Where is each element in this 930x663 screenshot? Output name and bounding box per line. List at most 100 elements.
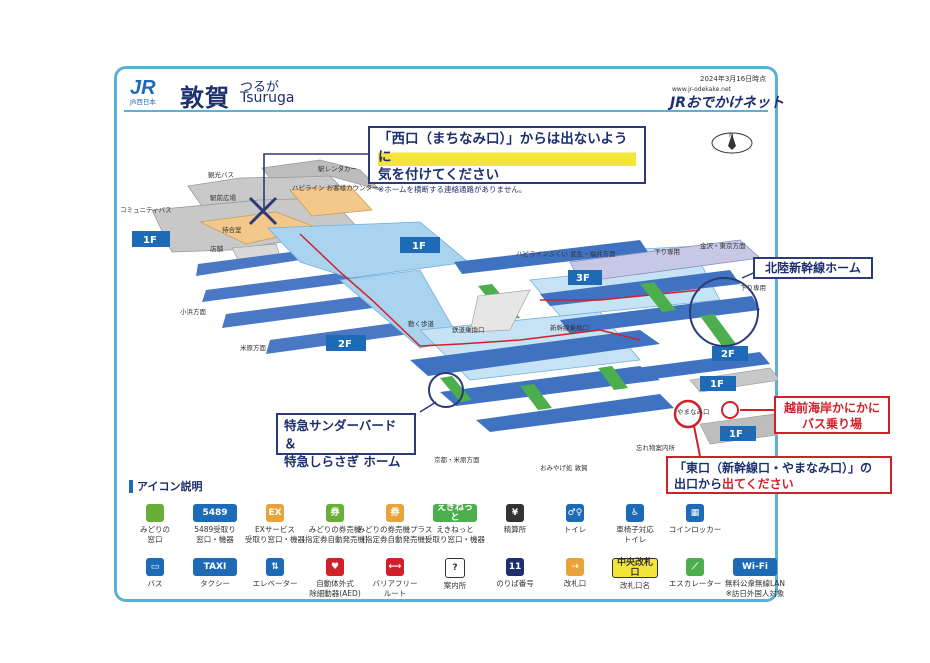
legend-label: みどりの 窓口: [140, 525, 170, 544]
svg-text:3F: 3F: [576, 273, 590, 284]
floor-badge-2f-right: 2F: [712, 346, 748, 361]
legend-item: EX EXサービス 受取り窓口・機器: [235, 504, 315, 545]
thunderbird-line1: 特急サンダーバード＆: [284, 418, 397, 451]
floor-badge-2f-left: 2F: [326, 335, 366, 351]
north-arrow-icon: N: [711, 132, 753, 154]
gate-name-icon: 中央改札口: [612, 558, 658, 578]
jr-west-text: JR西日本: [129, 97, 156, 106]
date-stamp: 2024年3月16日時点: [700, 75, 767, 83]
legend-label: 無料公衆無線LAN ※訪日外国人対象: [724, 579, 786, 598]
label-tour-bus: 観光バス: [208, 170, 234, 179]
toilet-icon: ♂♀: [566, 504, 584, 522]
header-divider: [124, 110, 768, 112]
legend-label: バス: [147, 579, 163, 588]
legend-item: ♥自動体外式 除細動器(AED): [295, 558, 375, 599]
label-kanazawa-dir: 金沢・東京方面: [700, 241, 746, 250]
label-maibara: 米原方面: [240, 343, 267, 352]
5489-icon: 5489: [193, 504, 237, 522]
east-connector: [693, 425, 701, 457]
east-line2: 出口から出てください: [674, 476, 884, 492]
label-waiting: 待合室: [222, 225, 242, 234]
platform-number-icon: 11: [506, 558, 524, 576]
station-map: 1F 1F 2F 3F 2F 1F 1F N 観光バス 駅レンタカー 駅前広場 …: [120, 132, 778, 472]
legend-item: ▭ バス: [115, 558, 195, 589]
legend-item: 中央改札口改札口名: [595, 558, 675, 591]
station-roman: Tsuruga: [240, 90, 295, 106]
west-building: [151, 159, 382, 261]
hokuriku-callout: 北陸新幹線ホーム: [753, 257, 873, 279]
label-shop: 店舗: [210, 244, 224, 253]
west-exit-cross: [248, 196, 278, 226]
escalators: [440, 282, 736, 410]
station-kana: つるが: [240, 80, 280, 95]
legend-label: みどりの券売機プラス (指定券自動発売機): [357, 525, 433, 544]
east-exit-callout: 「東口（新幹線口・やまなみ口）」の 出口から出てください: [666, 456, 892, 494]
legend-item: ⇢ 改札口: [535, 558, 615, 589]
legend-label: えきねっと 受取り窓口・機器: [425, 525, 485, 544]
warning-line2: 気を付けてください: [378, 167, 500, 183]
ticket-machine-icon: 券: [326, 504, 344, 522]
label-transfer-gate: 鉄道乗換口: [452, 325, 485, 334]
legend-label: バリアフリー ルート: [372, 579, 418, 598]
legend-label: タクシー: [200, 579, 230, 588]
legend-label: エレベーター: [252, 579, 298, 588]
legend-item: 券みどりの券売機プラス (指定券自動発売機): [355, 504, 435, 545]
legend-item: ¥精算所: [475, 504, 555, 535]
label-kobama: 小浜方面: [180, 307, 207, 316]
legend-label: みどりの券売機 (指定券自動発売機): [302, 525, 368, 544]
label-rental: 駅レンタカー: [318, 164, 357, 173]
warning-note: ※ホームを横断する連絡通路がありません。: [378, 185, 527, 194]
label-kyoto-dir: 京都・米原方面: [434, 455, 480, 464]
legend-label: 案内所: [443, 581, 467, 590]
east-exit-circle: [673, 399, 703, 429]
taxi-icon: TAXI: [193, 558, 237, 576]
thunderbird-line2: 特急しらさぎ ホーム: [284, 454, 401, 469]
legend-label: 改札口名: [620, 581, 650, 590]
bus-icon: ▭: [146, 558, 164, 576]
legend-label: のりば番号: [496, 579, 534, 588]
elevator-icon: ⇅: [266, 558, 284, 576]
floor-badge-1f-east: 1F: [700, 376, 736, 391]
label-down-only: 下り専用: [654, 247, 680, 256]
warning-line1: 「西口（まちなみ口）」からは出ないように: [378, 130, 636, 166]
legend-label: EXサービス 受取り窓口・機器: [245, 525, 305, 544]
bus-stop-circle: [721, 401, 739, 419]
legend-label: 車椅子対応 トイレ: [616, 525, 654, 544]
floor-badge-1f-bus: 1F: [720, 426, 756, 441]
legend-item: ♂♀トイレ: [535, 504, 615, 535]
legend-item: みどりの 窓口: [115, 504, 195, 545]
label-down-only-2: 下り専用: [740, 283, 766, 292]
svg-text:N: N: [729, 132, 734, 139]
label-shinkansen-gate: 新幹線乗換口: [550, 323, 589, 332]
thunderbird-callout: 特急サンダーバード＆ 特急しらさぎ ホーム: [276, 413, 416, 469]
label-yamanami: やまなみ口: [677, 408, 710, 416]
legend-item: えきねっとえきねっと 受取り窓口・機器: [415, 503, 495, 545]
label-moving-walk: 動く歩道: [408, 319, 435, 328]
legend-label: 自動体外式 除細動器(AED): [309, 579, 361, 598]
legend-item: ⟋エスカレーター: [655, 558, 735, 589]
bus-stop-callout: 越前海岸かにかに バス乗り場: [774, 396, 890, 434]
ex-icon: EX: [266, 504, 284, 522]
east-line1: 「東口（新幹線口・やまなみ口）」の: [674, 461, 873, 475]
bus-line1: 越前海岸かにかに: [783, 401, 880, 415]
bus-line2: バス乗り場: [801, 417, 862, 431]
ticket-machine-plus-icon: 券: [386, 504, 404, 522]
legend-item: 11 のりば番号: [475, 558, 555, 589]
floor-badge-1f-west: 1F: [132, 231, 170, 247]
station-name: 敦賀: [180, 84, 230, 112]
ticket-gate-icon: ⇢: [566, 558, 584, 576]
floor-badge-3f: 3F: [568, 270, 602, 285]
barrier-free-route: [299, 233, 641, 347]
locker-icon: ▦: [686, 504, 704, 522]
legend-label: エスカレーター: [668, 579, 722, 588]
legend-label: 改札口: [563, 579, 587, 588]
site-url[interactable]: www.jr-odekake.net: [672, 86, 732, 93]
legend-item: ♿車椅子対応 トイレ: [595, 504, 675, 545]
legend-item: ▦コインロッカー: [655, 504, 735, 535]
label-hapiline-counter: ハピライン お客様カウンター: [292, 183, 379, 192]
thunderbird-connector: [419, 401, 437, 413]
legend-item: ⟷バリアフリー ルート: [355, 558, 435, 599]
warning-connector: [263, 153, 368, 214]
